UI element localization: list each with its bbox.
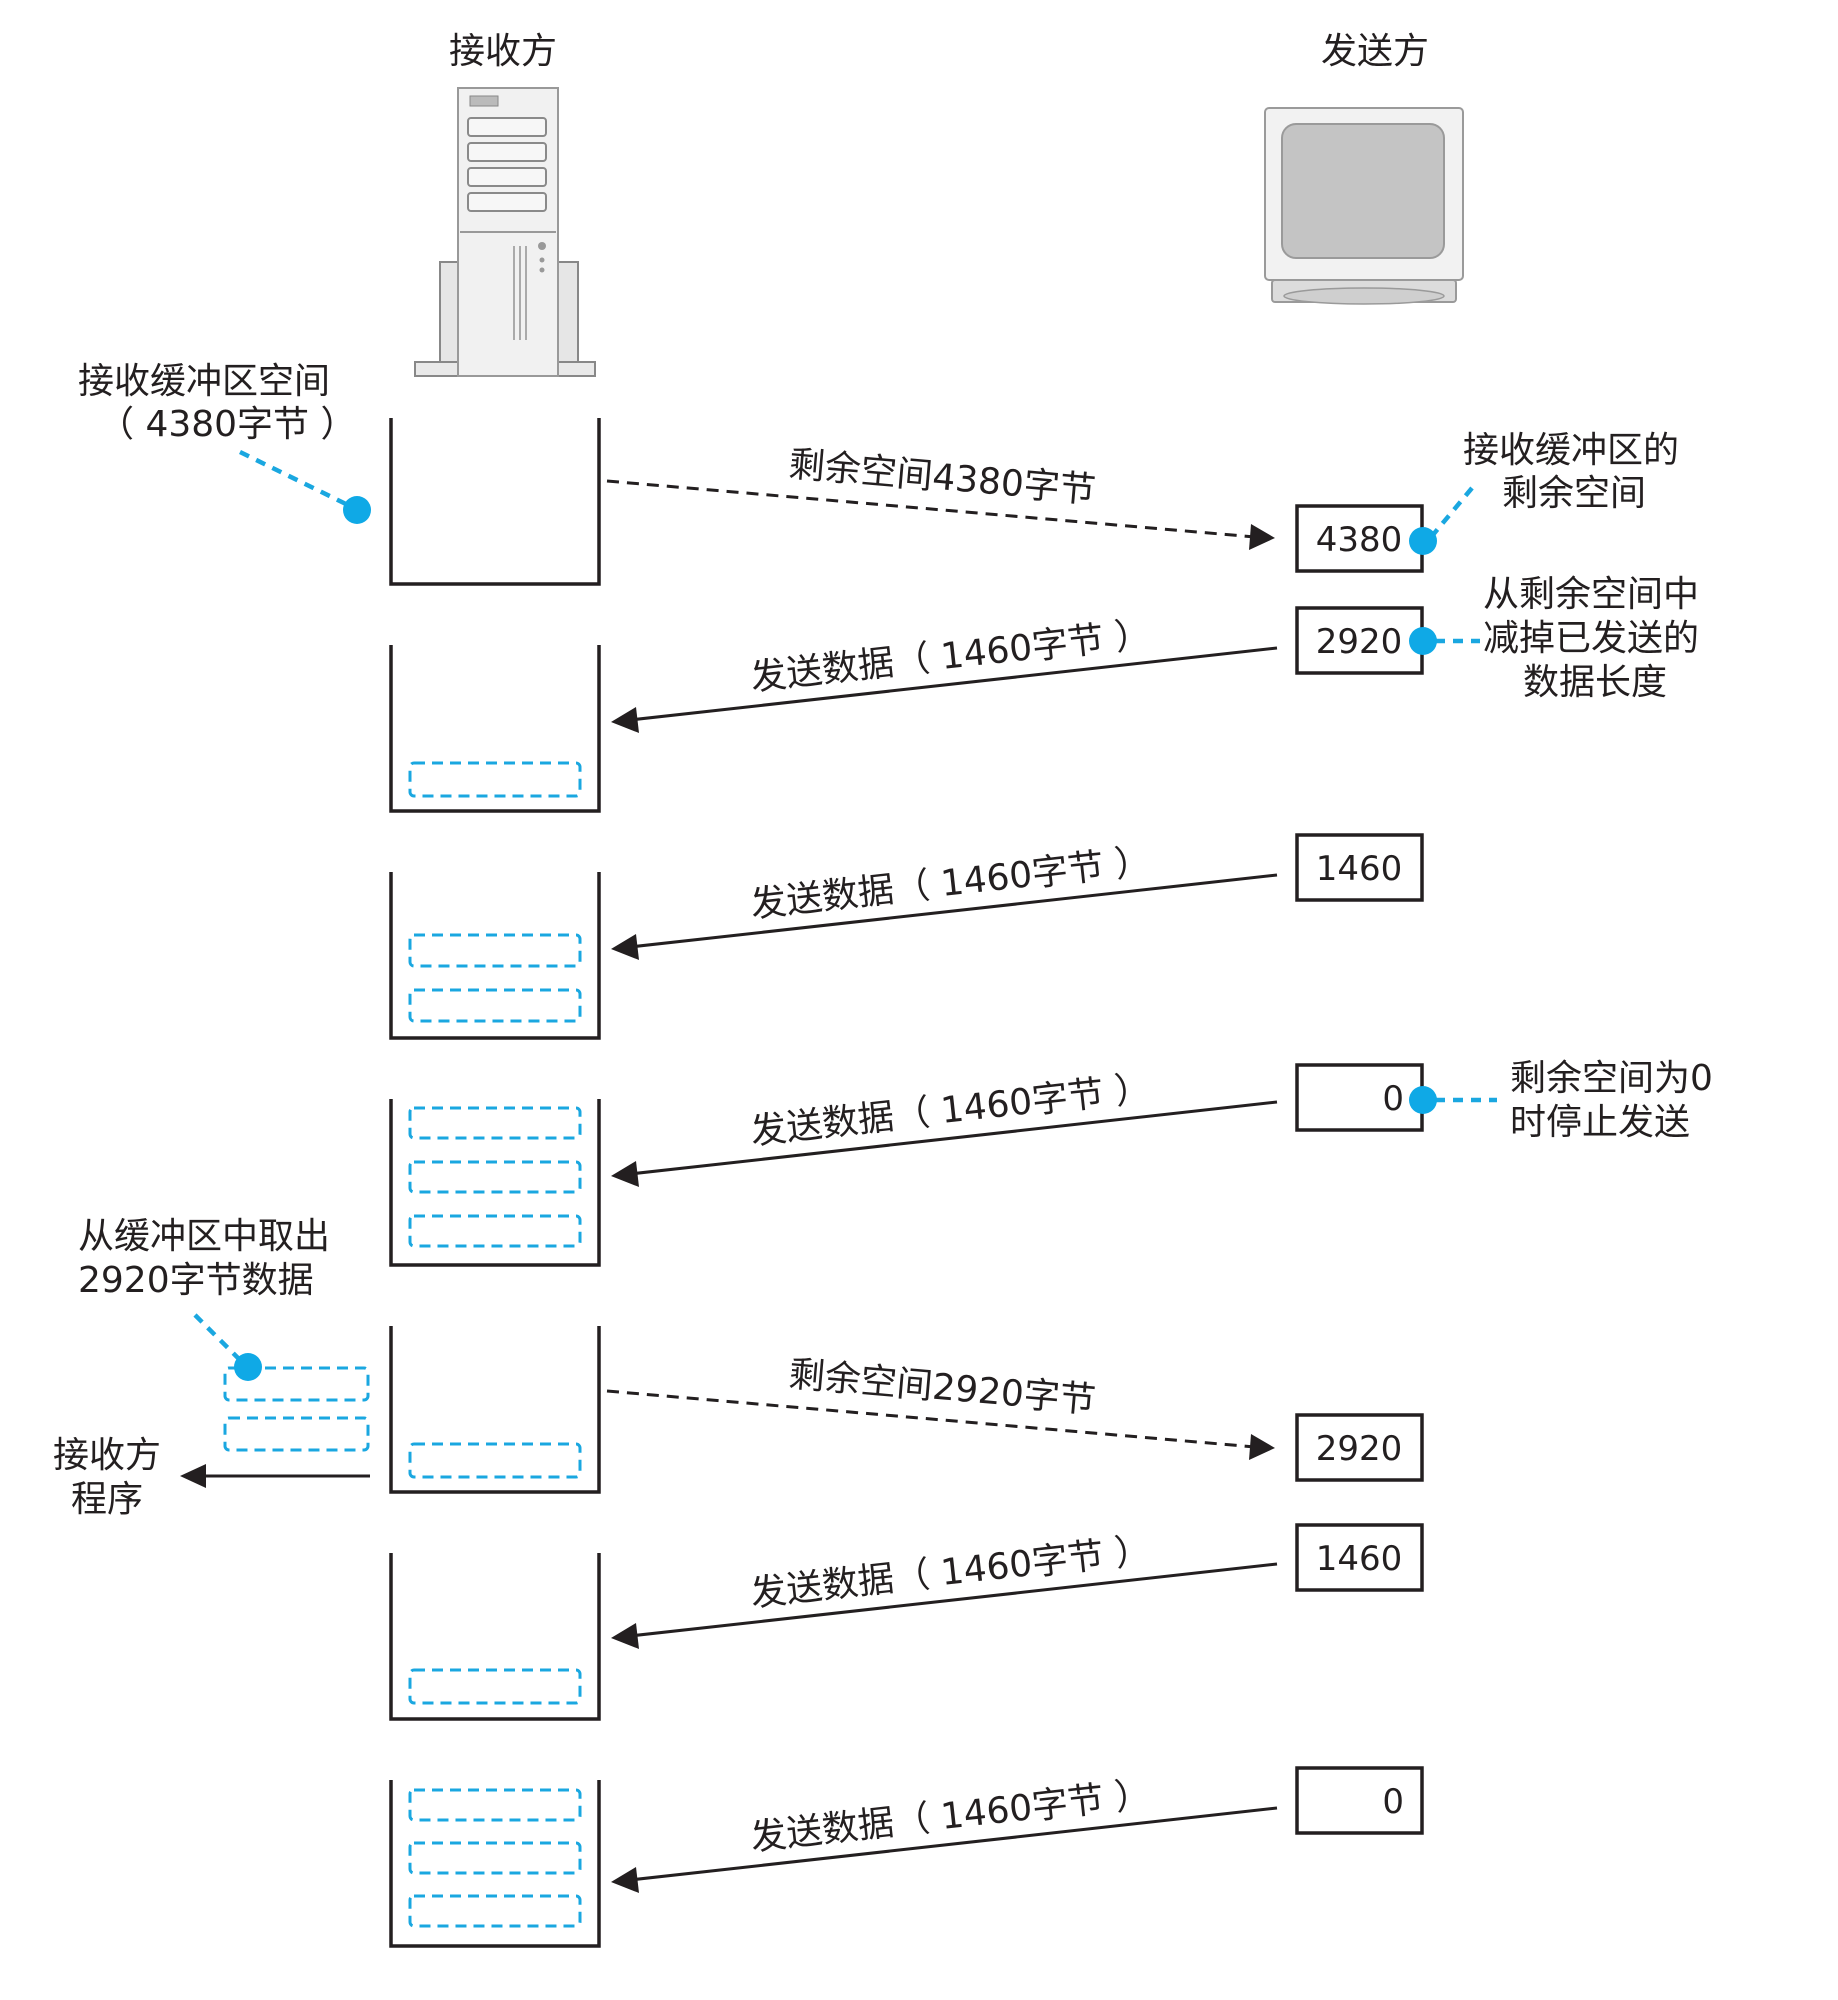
buffer-step-2	[389, 645, 601, 813]
packet	[408, 988, 582, 1023]
take-out-label: 2920字节数据	[78, 1260, 314, 1301]
packet	[408, 933, 582, 968]
packet	[408, 1894, 582, 1928]
take-out-label: 从缓冲区中取出	[78, 1216, 330, 1257]
message-label: 发送数据（ 1460字节 ）	[748, 1774, 1153, 1859]
buffer-step-3	[389, 872, 601, 1040]
callout-stop: 剩余空间为0 时停止发送	[1409, 1058, 1713, 1143]
packet	[408, 1106, 582, 1140]
counter-value: 0	[1382, 1782, 1404, 1822]
message-arrows: 剩余空间4380字节 发送数据（ 1460字节 ） 发送数据（ 1460字节 ）…	[606, 444, 1278, 1893]
buffer-step-4	[389, 1099, 601, 1267]
packet	[408, 761, 582, 798]
counter-box-step-2	[1295, 606, 1424, 675]
receiver-header: 接收方	[449, 31, 557, 72]
message-label: 发送数据（ 1460字节 ）	[748, 1068, 1153, 1153]
receiver-buffers	[389, 418, 601, 1948]
stop-label: 剩余空间为0	[1510, 1058, 1713, 1099]
callout-take-out: 从缓冲区中取出 2920字节数据	[78, 1216, 330, 1381]
buffer-step-5	[389, 1326, 601, 1494]
counter-value: 1460	[1316, 1539, 1403, 1579]
counter-box-step-3	[1295, 833, 1424, 902]
counter-value: 0	[1382, 1079, 1404, 1119]
receiver-buffer-size: （ 4380字节 ）	[98, 404, 357, 445]
callout-subtract: 从剩余空间中 减掉已发送的 数据长度	[1409, 574, 1699, 703]
counter-box-step-4	[1295, 1063, 1424, 1132]
subtract-label: 减掉已发送的	[1483, 618, 1699, 659]
counter-box-step-5	[1295, 1413, 1424, 1482]
message-label: 发送数据（ 1460字节 ）	[748, 614, 1153, 699]
message-label: 发送数据（ 1460字节 ）	[748, 1530, 1153, 1615]
subtract-label: 从剩余空间中	[1483, 574, 1699, 615]
counter-box-step-6	[1295, 1523, 1424, 1592]
sender-counter-label: 接收缓冲区的	[1463, 430, 1679, 471]
message-label: 发送数据（ 1460字节 ）	[748, 841, 1153, 926]
callout-sender-counter: 接收缓冲区的 剩余空间	[1409, 430, 1679, 555]
receiver-buffer-label: 接收缓冲区空间	[78, 361, 330, 402]
counter-value: 2920	[1316, 1429, 1403, 1469]
receiver-app-label-line: 程序	[71, 1479, 143, 1520]
receiver-app-label-line: 接收方	[53, 1435, 161, 1476]
receiver-app-label: 接收方 程序	[53, 1435, 161, 1520]
sender-counter-label: 剩余空间	[1502, 473, 1646, 514]
counter-value: 4380	[1316, 520, 1403, 560]
packet	[408, 1668, 582, 1705]
buffer-step-7	[389, 1780, 601, 1948]
packet	[223, 1366, 370, 1402]
taken-out-packets	[223, 1366, 370, 1452]
sender-header: 发送方	[1321, 31, 1429, 72]
sender-counters: 4380 2920 1460 0 2920 1460 0	[1295, 504, 1424, 1835]
stop-label: 时停止发送	[1510, 1102, 1690, 1143]
callout-receiver-buffer: 接收缓冲区空间 （ 4380字节 ）	[78, 361, 371, 524]
buffer-packets	[408, 761, 582, 1928]
crt-monitor-icon	[1264, 107, 1464, 305]
packet	[408, 1841, 582, 1875]
counter-value: 1460	[1316, 849, 1403, 889]
subtract-label: 数据长度	[1523, 662, 1667, 703]
counter-box-step-7	[1295, 1766, 1424, 1835]
packet	[408, 1442, 582, 1479]
packet	[408, 1160, 582, 1194]
server-tower-icon	[414, 87, 596, 377]
buffer-step-6	[389, 1553, 601, 1721]
packet	[408, 1214, 582, 1248]
packet	[408, 1788, 582, 1822]
packet	[223, 1416, 370, 1452]
counter-value: 2920	[1316, 622, 1403, 662]
to-receiver-app-arrow	[180, 1464, 370, 1488]
buffer-step-1	[389, 418, 601, 586]
